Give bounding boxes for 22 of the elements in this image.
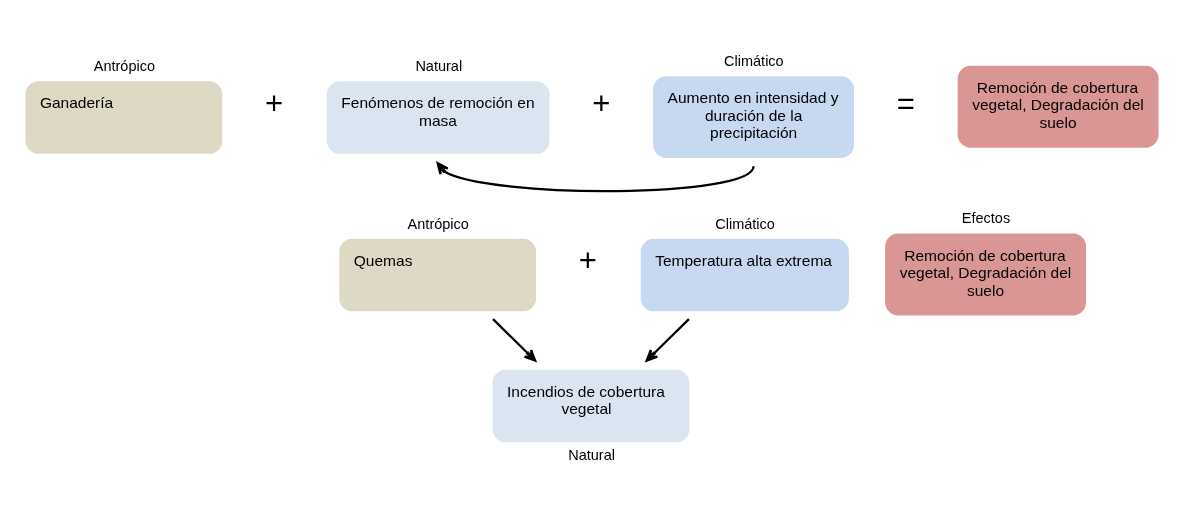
node-box: Incendios de cobertura vegetal — [492, 369, 690, 442]
node-box: Fenómenos de remoción en masa — [326, 80, 550, 154]
label: + — [578, 242, 597, 278]
node-box: Ganadería — [25, 80, 223, 154]
node-label: Antrópico — [407, 215, 469, 232]
arrow — [436, 161, 755, 192]
node-box: Temperatura alta extrema — [640, 238, 849, 311]
node-label: Antrópico — [93, 57, 156, 74]
node-label: Climático — [724, 52, 784, 69]
node-label: Climático — [715, 215, 775, 232]
arrow — [492, 317, 537, 362]
arrow — [645, 317, 690, 362]
node-box: Quemas — [339, 238, 537, 311]
label: = — [896, 85, 915, 121]
node-label: Natural — [568, 446, 615, 463]
node-label: Efectos — [961, 209, 1011, 226]
label: + — [264, 85, 284, 121]
label: + — [592, 85, 611, 121]
node-label: Natural — [415, 57, 463, 74]
node-box: Remoción de cobertura vegetal, Degradación del suelo — [885, 233, 1087, 315]
node-box: Remoción de cobertura vegetal, Degradación del suelo — [957, 65, 1159, 148]
node-box: Aumento en intensidad y duración de la precipitación — [653, 75, 855, 158]
